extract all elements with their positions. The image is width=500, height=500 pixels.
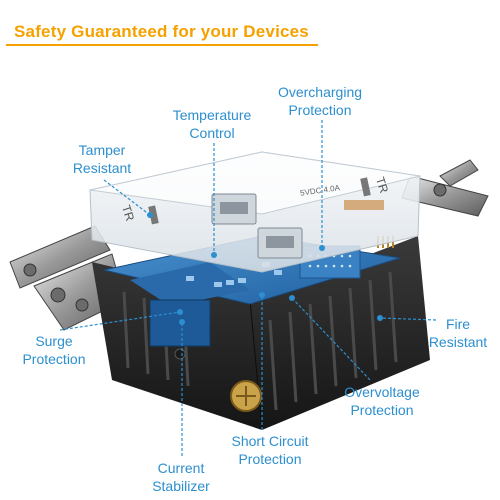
leader-overvoltage xyxy=(291,297,371,381)
callout-text: Surge xyxy=(35,333,73,349)
callout-surge-protection: Surge Protection xyxy=(14,332,94,368)
callout-overvoltage-protection: Overvoltage Protection xyxy=(330,383,434,419)
leader-dot-surge xyxy=(177,309,183,315)
callout-text: Tamper xyxy=(78,142,126,158)
callout-tamper-resistant: Tamper Resistant xyxy=(62,141,142,177)
callout-text: Current xyxy=(157,460,205,476)
callout-overcharging-protection: Overcharging Protection xyxy=(268,83,372,119)
leader-tamper xyxy=(103,179,151,216)
leader-dot-short-circuit xyxy=(259,292,265,298)
callout-text: Protection xyxy=(288,102,352,118)
callout-fire-resistant: Fire Resistant xyxy=(418,315,498,351)
callout-temperature-control: Temperature Control xyxy=(160,106,264,142)
callout-text: Protection xyxy=(350,402,414,418)
callout-text: Protection xyxy=(238,451,302,467)
callout-text: Resistant xyxy=(428,334,488,350)
callout-text: Overcharging xyxy=(277,84,363,100)
leader-dot-overcharging xyxy=(319,245,325,251)
callout-text: Temperature xyxy=(172,107,252,123)
leader-dot-overvoltage xyxy=(289,295,295,301)
callout-text: Fire xyxy=(445,316,471,332)
clear-top-housing xyxy=(89,151,421,273)
right-mounting-strap xyxy=(401,159,489,217)
callout-short-circuit-protection: Short Circuit Protection xyxy=(218,432,322,468)
headline: Safety Guaranteed for your Devices xyxy=(14,22,309,41)
leader-fire xyxy=(379,317,437,321)
leader-dot-temperature xyxy=(211,252,217,258)
callout-current-stabilizer: Current Stabilizer xyxy=(136,459,226,495)
leader-dot-current xyxy=(179,319,185,325)
callout-text: Control xyxy=(189,125,235,141)
callout-text: Overvoltage xyxy=(344,384,420,400)
leader-surge xyxy=(59,311,181,331)
leader-dot-tamper xyxy=(147,212,153,218)
callout-text: Protection xyxy=(22,351,86,367)
callout-text: Stabilizer xyxy=(152,478,210,494)
callout-text: Resistant xyxy=(72,160,132,176)
leader-dot-fire xyxy=(377,315,383,321)
headline-underline xyxy=(6,44,318,46)
callout-text: Short Circuit xyxy=(231,433,309,449)
